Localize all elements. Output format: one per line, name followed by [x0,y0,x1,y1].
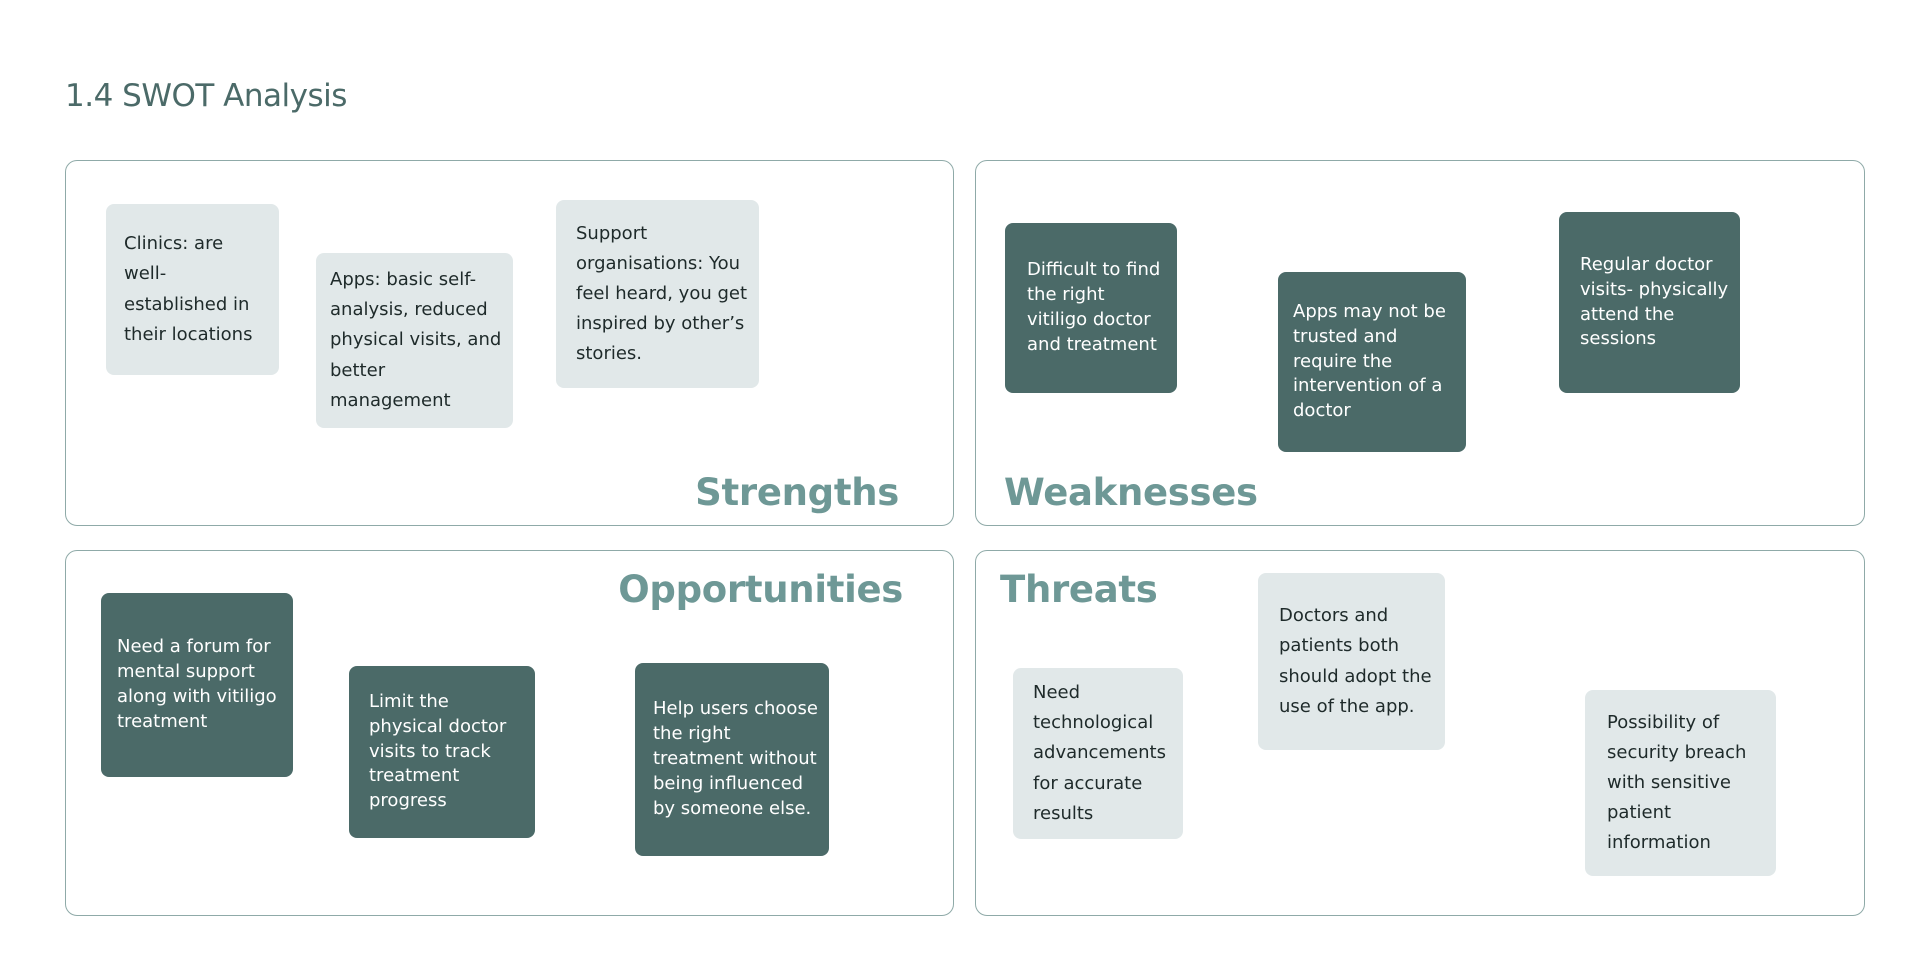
threats-quadrant: Threats Need technological advancements … [975,550,1865,916]
threat-note-adoption: Doctors and patients both should adopt t… [1258,573,1445,750]
strength-note-apps: Apps: basic self-analysis, reduced physi… [316,253,513,428]
strengths-quadrant: Clinics: are well-established in their l… [65,160,954,526]
threat-note-security: Possibility of security breach with sens… [1585,690,1776,876]
opportunity-note-limit-visits: Limit the physical doctor visits to trac… [349,666,535,838]
strength-note-clinics: Clinics: are well-established in their l… [106,204,279,375]
strength-note-support-organisations: Support organisations: You feel heard, y… [556,200,759,388]
weaknesses-label: Weaknesses [1004,471,1258,514]
weakness-note-find-doctor: Difficult to find the right vitiligo doc… [1005,223,1177,393]
strengths-label: Strengths [695,471,899,514]
note-text: Doctors and patients both should adopt t… [1279,605,1432,717]
threats-label: Threats [1000,568,1158,611]
note-text: Apps may not be trusted and require the … [1293,300,1446,422]
note-text: Support organisations: You feel heard, y… [576,222,748,365]
note-text: Need a forum for mental support along wi… [117,636,277,732]
note-text: Need technological advancements for accu… [1033,682,1166,824]
threat-note-technology: Need technological advancements for accu… [1013,668,1183,839]
note-text: Difficult to find the right vitiligo doc… [1027,259,1161,355]
weaknesses-quadrant: Difficult to find the right vitiligo doc… [975,160,1865,526]
note-text: Help users choose the right treatment wi… [653,698,818,819]
opportunity-note-forum: Need a forum for mental support along wi… [101,593,293,777]
opportunities-quadrant: Opportunities Need a forum for mental su… [65,550,954,916]
weakness-note-doctor-visits: Regular doctor visits- physically attend… [1559,212,1740,393]
opportunity-note-choose-treatment: Help users choose the right treatment wi… [635,663,829,856]
note-text: Apps: basic self-analysis, reduced physi… [330,269,502,411]
note-text: Regular doctor visits- physically attend… [1580,253,1729,350]
page-title: 1.4 SWOT Analysis [65,78,347,114]
note-text: Possibility of security breach with sens… [1607,711,1747,854]
note-text: Clinics: are well-established in their l… [124,233,253,345]
note-text: Limit the physical doctor visits to trac… [369,690,507,812]
weakness-note-app-trust: Apps may not be trusted and require the … [1278,272,1466,452]
opportunities-label: Opportunities [618,568,903,611]
